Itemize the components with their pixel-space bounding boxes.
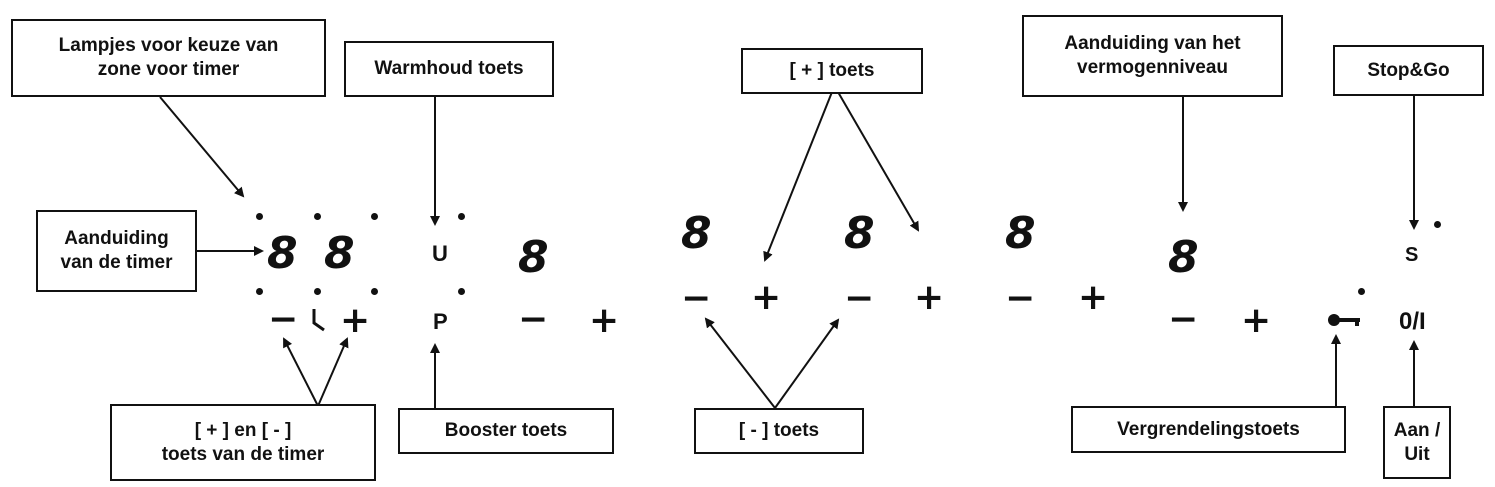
arrow-min-left bbox=[704, 317, 776, 409]
zone-1-plus-key[interactable]: + bbox=[589, 300, 620, 341]
timer-zone-led bbox=[314, 288, 321, 295]
zone-3-power-digit: 8 bbox=[844, 208, 875, 259]
callout-vergrendeling: Vergrendelingstoets bbox=[1071, 406, 1346, 453]
zone-2-plus-key[interactable]: + bbox=[751, 277, 782, 318]
zone-1-minus-key[interactable]: − bbox=[518, 299, 549, 340]
zone-4-power-digit: 8 bbox=[1005, 208, 1036, 259]
callout-booster-text: Booster toets bbox=[444, 420, 568, 442]
zone-4-plus-key[interactable]: + bbox=[1078, 277, 1109, 318]
callout-plus-toets-text: [ + ] toets bbox=[789, 60, 875, 82]
callout-warmhoud-text: Warmhoud toets bbox=[374, 58, 524, 80]
arrow-plus-right bbox=[837, 91, 920, 232]
timer-zone-led bbox=[256, 213, 263, 220]
callout-aan-uit-line1: Aan / bbox=[1393, 419, 1441, 441]
callout-timer-keys-line1: [ + ] en [ - ] bbox=[194, 419, 292, 441]
arrow-timer-plus bbox=[317, 337, 349, 407]
on-off-key[interactable]: 0/I bbox=[1399, 308, 1426, 335]
timer-minus-key[interactable]: − bbox=[268, 299, 299, 340]
timer-digit-tens: 8 bbox=[267, 228, 298, 279]
timer-zone-led bbox=[371, 213, 378, 220]
key-icon[interactable] bbox=[1327, 312, 1363, 328]
callout-plus-toets: [ + ] toets bbox=[741, 48, 923, 94]
callout-timer-keys-line2: toets van de timer bbox=[161, 443, 325, 465]
callout-timer-display-line2: van de timer bbox=[60, 252, 173, 273]
timer-plus-key[interactable]: + bbox=[340, 300, 371, 341]
callout-lampjes-line1: Lampjes voor keuze van bbox=[58, 35, 279, 57]
stopgo-led bbox=[1434, 221, 1441, 228]
arrow-lampjes bbox=[159, 96, 245, 198]
zone-1-power-digit: 8 bbox=[518, 232, 549, 283]
timer-zone-led bbox=[371, 288, 378, 295]
callout-vergrendeling-text: Vergrendelingstoets bbox=[1117, 418, 1300, 440]
callout-stopgo-text: Stop&Go bbox=[1367, 59, 1450, 81]
callout-stopgo: Stop&Go bbox=[1333, 45, 1484, 96]
callout-warmhoud: Warmhoud toets bbox=[344, 41, 554, 97]
zone-5-plus-key[interactable]: + bbox=[1241, 300, 1272, 341]
zone-3-plus-key[interactable]: + bbox=[914, 277, 945, 318]
timer-zone-led bbox=[256, 288, 263, 295]
zone-2-power-digit: 8 bbox=[681, 208, 712, 259]
zone-4-minus-key[interactable]: − bbox=[1005, 278, 1036, 319]
callout-aan-uit-line2: Uit bbox=[1404, 443, 1430, 465]
arrow-plus-left bbox=[763, 91, 833, 262]
zone-5-minus-key[interactable]: − bbox=[1168, 299, 1199, 340]
zone-2-minus-key[interactable]: − bbox=[681, 278, 712, 319]
arrow-timer-minus bbox=[283, 337, 319, 407]
callout-vermogen-line2: vermogenniveau bbox=[1077, 57, 1228, 78]
warmhoud-key[interactable]: U bbox=[432, 241, 448, 266]
arrow-min-right bbox=[774, 318, 840, 409]
callout-min-toets-text: [ - ] toets bbox=[738, 420, 820, 442]
zone-5-power-digit: 8 bbox=[1168, 232, 1199, 283]
timer-clock-icon[interactable] bbox=[308, 306, 330, 332]
callout-vermogen-line1: Aanduiding van het bbox=[1064, 33, 1241, 55]
booster-led bbox=[458, 288, 465, 295]
timer-zone-led bbox=[314, 213, 321, 220]
zone-3-minus-key[interactable]: − bbox=[844, 278, 875, 319]
warmhoud-led bbox=[458, 213, 465, 220]
callout-lampjes-line2: zone voor timer bbox=[97, 59, 240, 80]
timer-digit-units: 8 bbox=[324, 228, 355, 279]
callout-timer-keys: [ + ] en [ - ]toets van de timer bbox=[110, 404, 376, 481]
callout-min-toets: [ - ] toets bbox=[694, 408, 864, 454]
callout-booster: Booster toets bbox=[398, 408, 614, 454]
booster-key[interactable]: P bbox=[433, 309, 448, 334]
callout-timer-display-line1: Aanduiding bbox=[64, 228, 169, 250]
lock-led bbox=[1358, 288, 1365, 295]
callout-aan-uit: Aan /Uit bbox=[1383, 406, 1451, 479]
stopgo-key[interactable]: S bbox=[1405, 244, 1419, 266]
